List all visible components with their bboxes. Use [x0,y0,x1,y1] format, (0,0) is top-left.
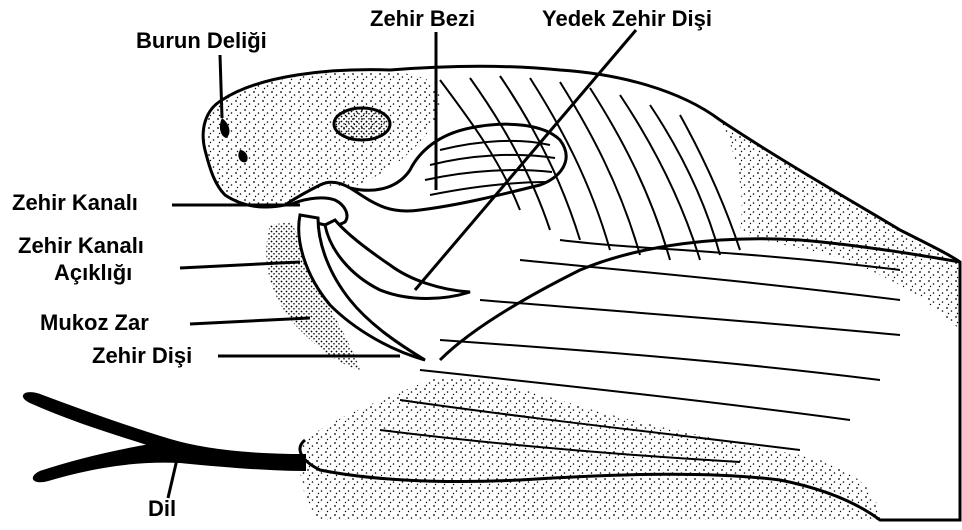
label-yedek-zehir-disi: Yedek Zehir Dişi [542,8,712,30]
reserve-fang [325,220,470,299]
tongue [24,393,305,481]
neck-stipple [720,120,960,330]
label-mukoz-zar: Mukoz Zar [40,312,149,334]
label-dil: Dil [148,498,176,520]
label-zehir-kanali: Zehir Kanalı [12,192,138,214]
label-zehir-kanali-acikligi-line1: Zehir Kanalı [18,235,144,257]
snout-stipple [205,72,440,207]
eye [334,108,390,140]
label-zehir-disi: Zehir Dişi [92,345,192,367]
label-zehir-kanali-acikligi-line2: Açıklığı [54,262,132,284]
leader-burun [220,55,222,118]
label-zehir-bezi: Zehir Bezi [370,8,475,30]
label-burun-deligi: Burun Deliği [136,30,267,52]
